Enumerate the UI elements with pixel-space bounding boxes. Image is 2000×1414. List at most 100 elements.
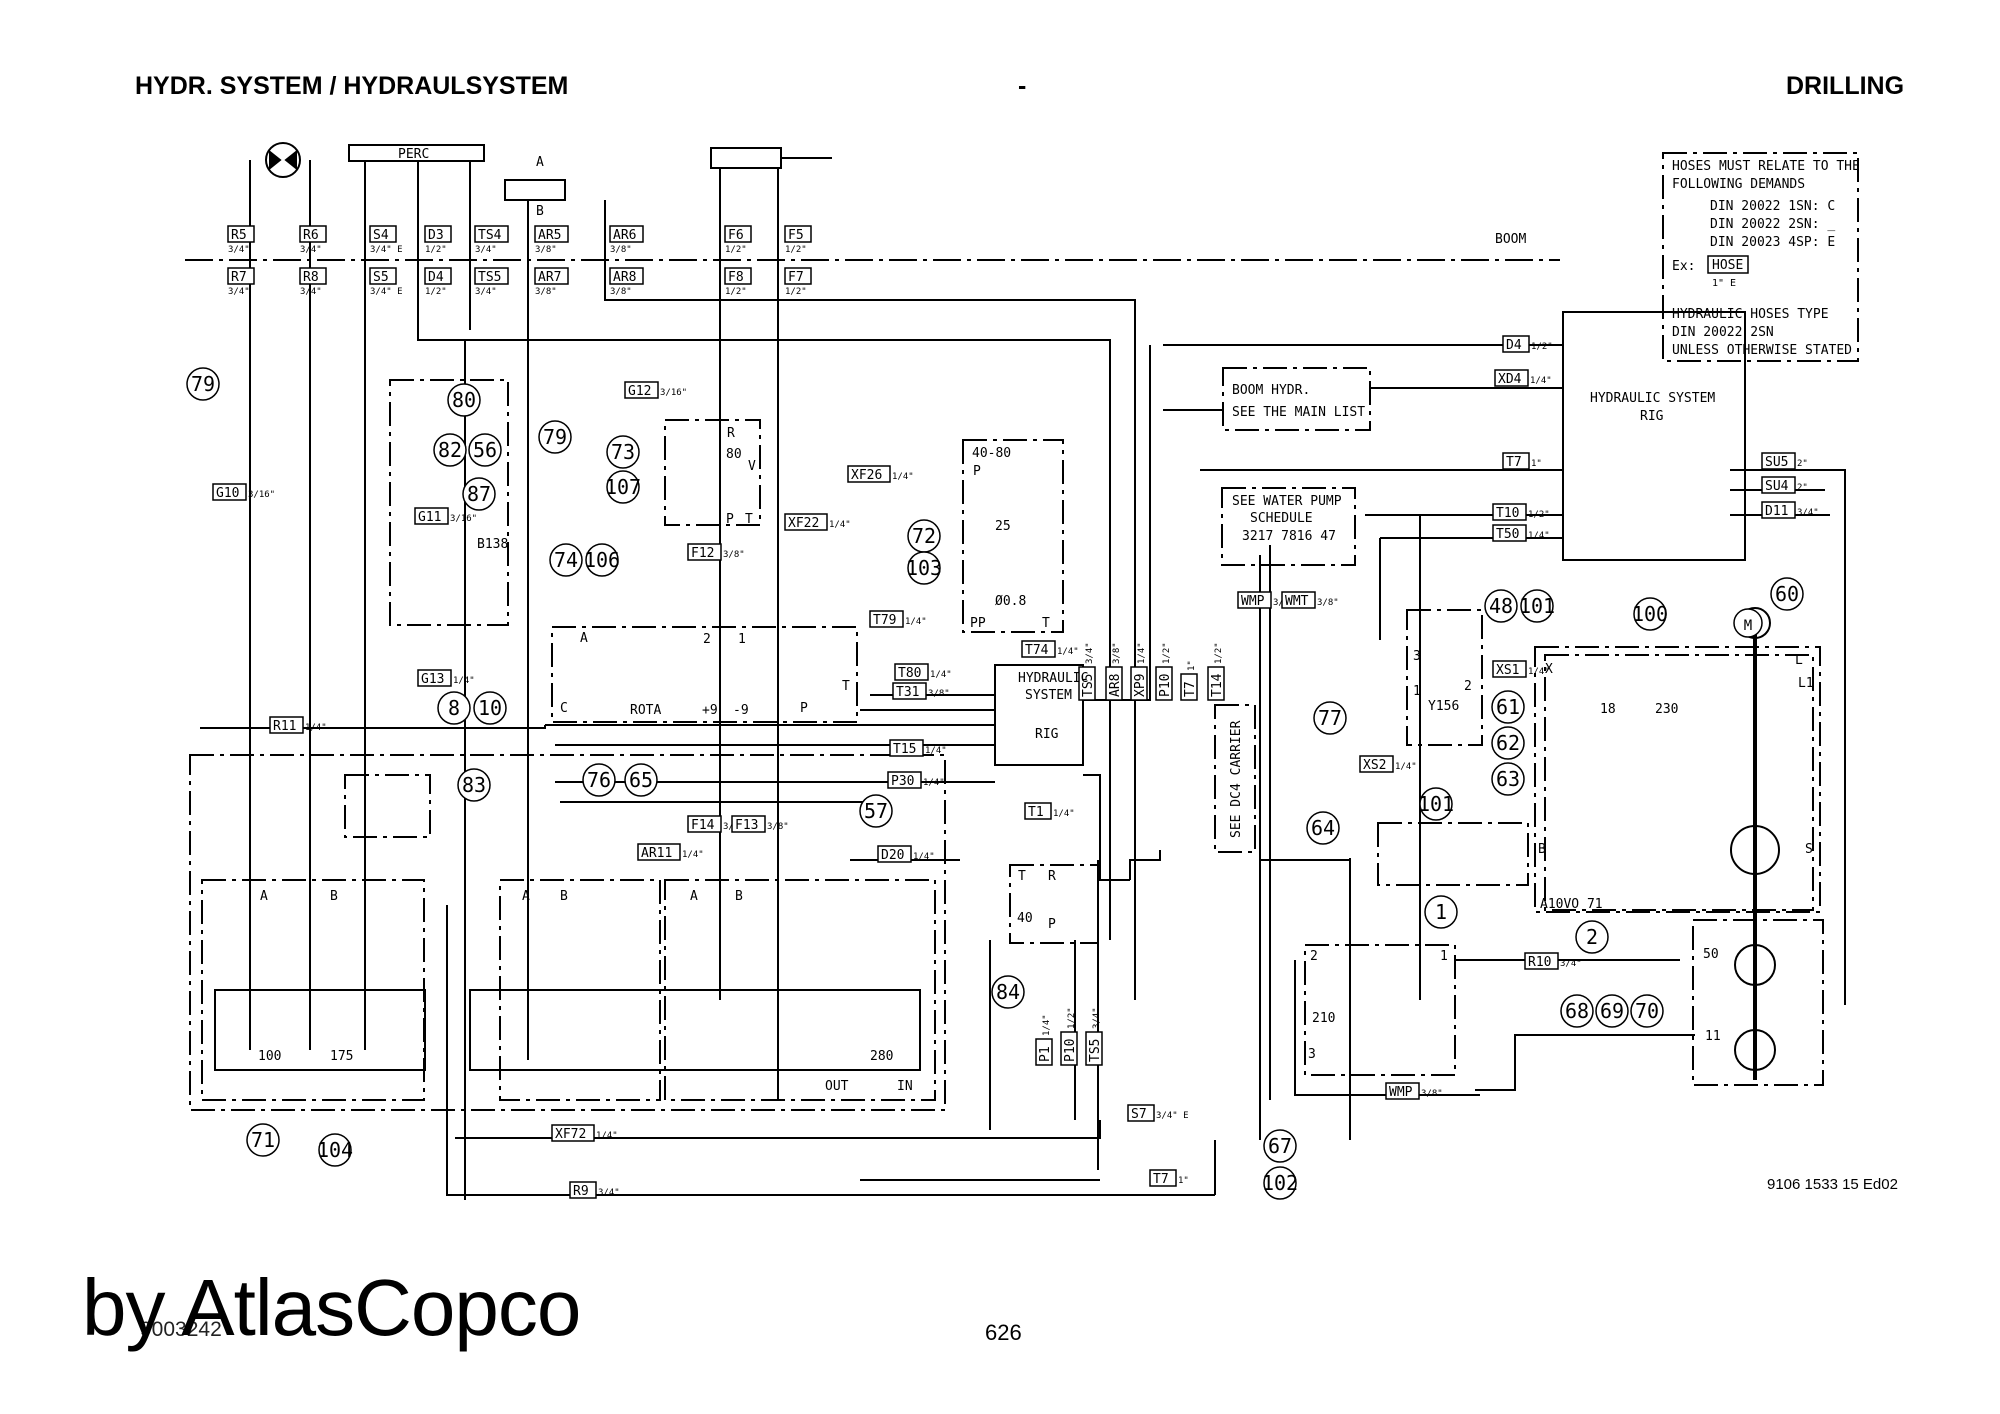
bottom-hose-1: R8 (299, 267, 327, 285)
hose-tag-35-label: R9 (573, 1184, 589, 1199)
callout-71: 71 (246, 1123, 280, 1157)
bottom-hose-8-label: F7 (788, 270, 804, 285)
hose-tag-5-label: SU5 (1765, 455, 1788, 470)
port-b-2: B (560, 889, 568, 904)
port-b-3: B (735, 889, 743, 904)
bottom-hose-size-3: 1/2" (425, 287, 447, 297)
boom-hydr-line-2: SEE THE MAIN LIST (1232, 405, 1365, 420)
rig-center-line-2: SYSTEM (1025, 688, 1072, 703)
callout-83-text: 83 (462, 773, 486, 797)
hose-tag-11-label: G13 (421, 672, 444, 687)
port-t-73: T (745, 512, 753, 527)
callout-56: 56 (468, 433, 502, 467)
top-hose-size-1: 3/4" (300, 245, 322, 255)
dc4-carrier-label: SEE DC4 CARRIER (1229, 720, 1244, 838)
value-230: 230 (1655, 702, 1678, 717)
hose-tag-27-label: WMP (1241, 594, 1265, 609)
top-hose-5-label: AR5 (538, 228, 561, 243)
hose-tag-32-label: WMP (1389, 1085, 1413, 1100)
hose-tag-13-size: 1/4" (829, 520, 851, 530)
hose-tag-15-size: 1/4" (905, 617, 927, 627)
num-1-y156: 1 (1413, 684, 1421, 699)
hose-tag-31-label: R10 (1528, 955, 1551, 970)
valve-74-box (551, 626, 858, 723)
port-t-84: T (1018, 869, 1026, 884)
callout-63: 63 (1491, 762, 1525, 796)
callout-79-text: 79 (191, 372, 215, 396)
hose-tag-3-label: T10 (1496, 506, 1519, 521)
hose-tag-22-label: F14 (691, 818, 715, 833)
notes-type-1: HYDRAULIC HOSES TYPE (1672, 307, 1829, 322)
callout-101-text: 101 (1418, 792, 1454, 816)
callout-77: 77 (1313, 701, 1347, 735)
value-50: 50 (1703, 947, 1719, 962)
port-p-72: P (973, 464, 981, 479)
label-out: OUT (825, 1079, 849, 1094)
hose-tag-17-size: 3/8" (928, 689, 950, 699)
callout-60: 60 (1770, 577, 1804, 611)
perc-box (348, 144, 485, 162)
hose-tag-14-label: F12 (691, 546, 714, 561)
top-hose-7-label: F6 (728, 228, 744, 243)
port-p-84: P (1048, 917, 1056, 932)
port-a-1: A (260, 889, 268, 904)
valve-73-box (664, 419, 761, 526)
hose-tag-25-label: D20 (881, 848, 904, 863)
label-rota: ROTA (630, 703, 661, 718)
header-center: - (1018, 72, 1027, 100)
callout-65-text: 65 (629, 768, 653, 792)
hose-tag-16-size: 1/4" (930, 670, 952, 680)
notes-example-label: Ex: (1672, 259, 1695, 274)
callout-62: 62 (1491, 726, 1525, 760)
callout-104-text: 104 (317, 1138, 353, 1162)
main-valve-block-outer (189, 754, 946, 1111)
bottom-hose-2: S5 (369, 267, 397, 285)
port-x: X (1545, 662, 1553, 677)
label-in: IN (897, 1079, 913, 1094)
hose-tag-8-label: G12 (628, 384, 651, 399)
top-hose-1-label: R6 (303, 228, 319, 243)
callout-2: 2 (1575, 920, 1609, 954)
top-hose-3-label: D3 (428, 228, 444, 243)
vertical-hose-tag-5-size: 1/2" (1214, 642, 1224, 664)
callout-57-text: 57 (864, 799, 888, 823)
vertical-hose-tag-1-size: 3/8" (1112, 642, 1122, 664)
callout-101: 101 (1418, 787, 1454, 821)
callout-2-text: 2 (1586, 925, 1598, 949)
callout-76-text: 76 (587, 768, 611, 792)
vertical-hose-tag-3-size: 1/2" (1162, 642, 1172, 664)
vertical-hose-tag-2-label: XP9 (1133, 674, 1148, 697)
hose-tag-7-size: 3/4" (1797, 508, 1819, 518)
callout-107-text: 107 (605, 475, 641, 499)
footer-code: 9003242 (140, 1318, 222, 1341)
label-b138: B138 (477, 537, 508, 552)
notes-example-hose: HOSE (1712, 258, 1743, 273)
callout-87-text: 87 (467, 482, 491, 506)
callout-79: 79 (538, 420, 572, 454)
footer-brand: by AtlasCopco (82, 1263, 581, 1352)
label-plus9: +9 (702, 703, 718, 718)
callout-77-text: 77 (1318, 706, 1342, 730)
hose-tag-9-size: 3/16" (248, 490, 275, 500)
value-40-80: 40-80 (972, 446, 1011, 461)
callout-84: 84 (991, 975, 1025, 1009)
valve-67-box (1304, 944, 1456, 1076)
top-hose-3: D3 (424, 225, 452, 243)
label-a10vo: A10VO 71 (1540, 897, 1603, 912)
hose-tag-30-size: 1/4" (1395, 762, 1417, 772)
callout-102: 102 (1262, 1166, 1298, 1200)
callout-69-text: 69 (1600, 999, 1624, 1023)
value-280: 280 (870, 1049, 893, 1064)
